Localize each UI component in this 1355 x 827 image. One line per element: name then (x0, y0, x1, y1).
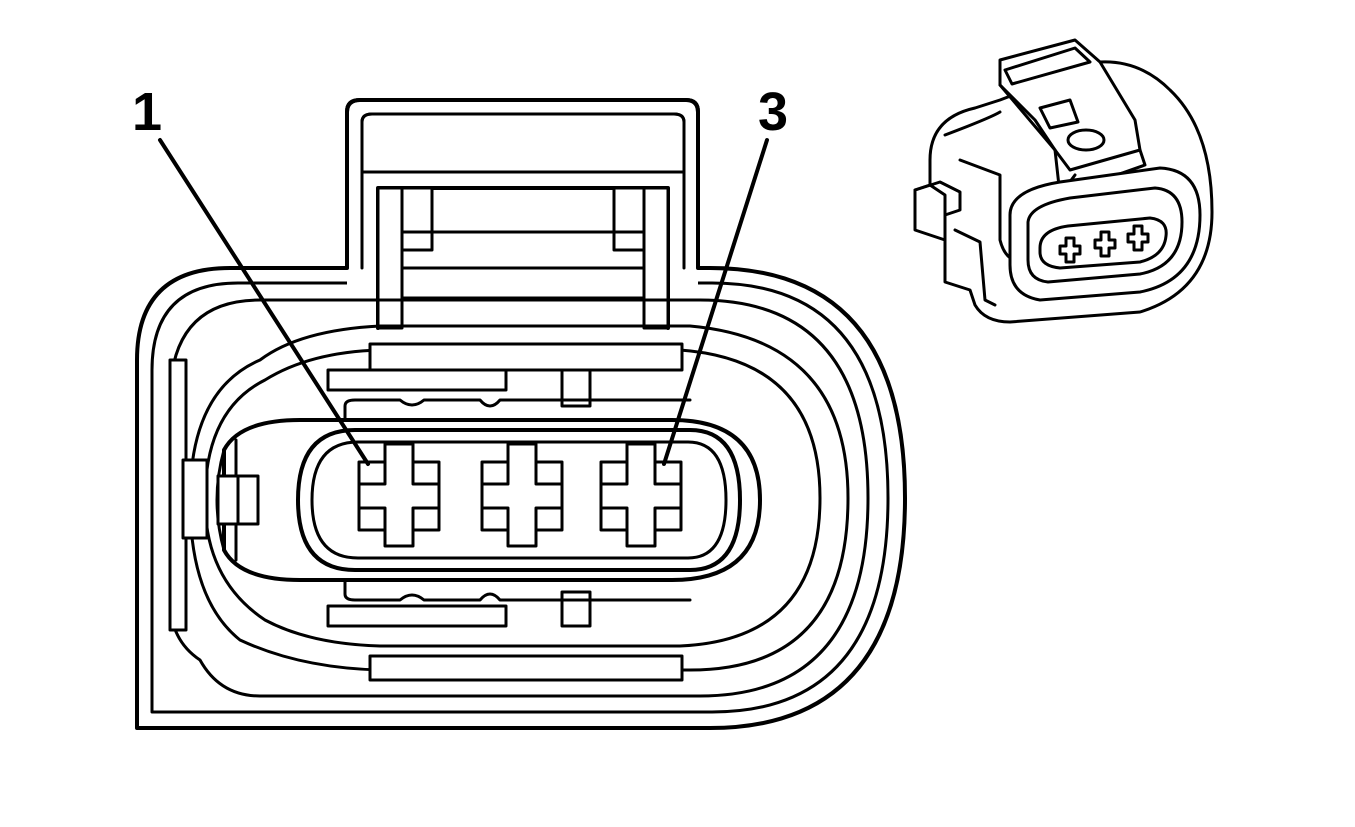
terminal-1 (357, 442, 441, 548)
callout-label-3: 3 (758, 82, 788, 142)
seal-wave-top (343, 398, 692, 422)
tab-rail-left-notch (400, 186, 434, 252)
terminal-2 (480, 442, 564, 548)
inner-plug-outer (222, 418, 762, 582)
tab-rail-left (376, 186, 404, 330)
connector-isometric-view (913, 38, 1214, 324)
key-rail-top (326, 368, 508, 392)
callout-leader-3 (662, 138, 769, 466)
callout-label-1: 1 (132, 82, 162, 142)
key-post-bottom (560, 590, 592, 628)
iso-terminal-3 (1126, 224, 1150, 252)
key-rail-bottom (326, 604, 508, 628)
key-rail-bottom-outer (368, 654, 684, 682)
tab-rail-right-notch (612, 186, 646, 252)
key-rail-top-outer (368, 342, 684, 372)
iso-terminal-2 (1093, 230, 1117, 258)
seal-wave-bottom (343, 578, 692, 602)
callout-leader-1 (158, 138, 370, 466)
connector-face-view: 1 3 (132, 82, 907, 730)
tab-rail-right (642, 186, 670, 330)
locking-tab-body (347, 175, 698, 285)
iso-terminal-1 (1058, 236, 1082, 264)
side-latch-key (181, 458, 209, 540)
housing-outer-rim (150, 281, 890, 714)
terminal-cavity-inner (310, 440, 728, 560)
